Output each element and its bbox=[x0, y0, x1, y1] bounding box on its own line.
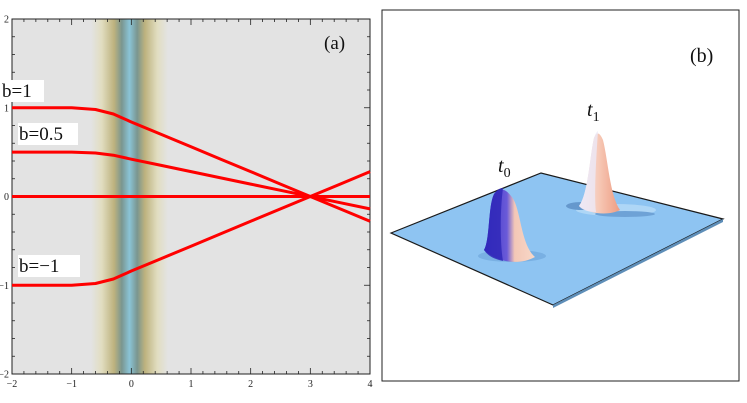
panel-a: −2 −1 0 1 2 3 4 2 1 0 −1 −2 (a) b=1 b=0.5 b=−1 bbox=[0, 15, 373, 390]
label-b05-box bbox=[18, 123, 78, 145]
peak-label-t1-base: t bbox=[587, 99, 593, 121]
x-tick-label: 3 bbox=[308, 379, 313, 390]
axis-ticks bbox=[11, 18, 370, 375]
x-tick-label: 0 bbox=[129, 379, 134, 390]
y-tick-label: −2 bbox=[0, 370, 9, 381]
x-tick-label: 2 bbox=[248, 379, 253, 390]
x-tick-labels: −2 −1 0 1 2 3 4 bbox=[7, 379, 373, 390]
label-b1-box bbox=[0, 80, 44, 102]
peak-t0-shadow-side bbox=[484, 188, 503, 261]
peak-label-t0: t0 bbox=[498, 155, 511, 181]
curve-label-bm1: b=−1 bbox=[19, 256, 59, 277]
y-tick-label: 1 bbox=[4, 103, 9, 114]
x-tick-label: 1 bbox=[189, 379, 194, 390]
label-bm1-box bbox=[18, 255, 80, 277]
peak-label-t1-sub: 1 bbox=[593, 110, 600, 125]
y-tick-label: 0 bbox=[4, 192, 9, 203]
peak-label-t0-base: t bbox=[498, 155, 504, 177]
peak-t1-highlight bbox=[579, 131, 598, 212]
y-tick-label: −1 bbox=[0, 281, 9, 292]
peak-label-t1: t1 bbox=[587, 99, 600, 125]
curve-label-b1: b=1 bbox=[2, 81, 32, 102]
x-tick-label: −1 bbox=[66, 379, 77, 390]
panel-a-label: (a) bbox=[324, 33, 345, 54]
y-tick-label: 2 bbox=[4, 15, 9, 26]
panel-b-label: (b) bbox=[690, 45, 713, 67]
x-tick-label: −2 bbox=[7, 379, 18, 390]
y-tick-labels: 2 1 0 −1 −2 bbox=[0, 15, 9, 381]
x-tick-label: 4 bbox=[368, 379, 373, 390]
surface-edge bbox=[553, 219, 723, 308]
ray-series-3 bbox=[12, 170, 371, 287]
ray-curves bbox=[12, 106, 371, 287]
peak-label-t0-sub: 0 bbox=[504, 166, 511, 181]
panel-b: (b) t0 t1 bbox=[381, 9, 740, 382]
curve-label-b05: b=0.5 bbox=[19, 124, 63, 145]
